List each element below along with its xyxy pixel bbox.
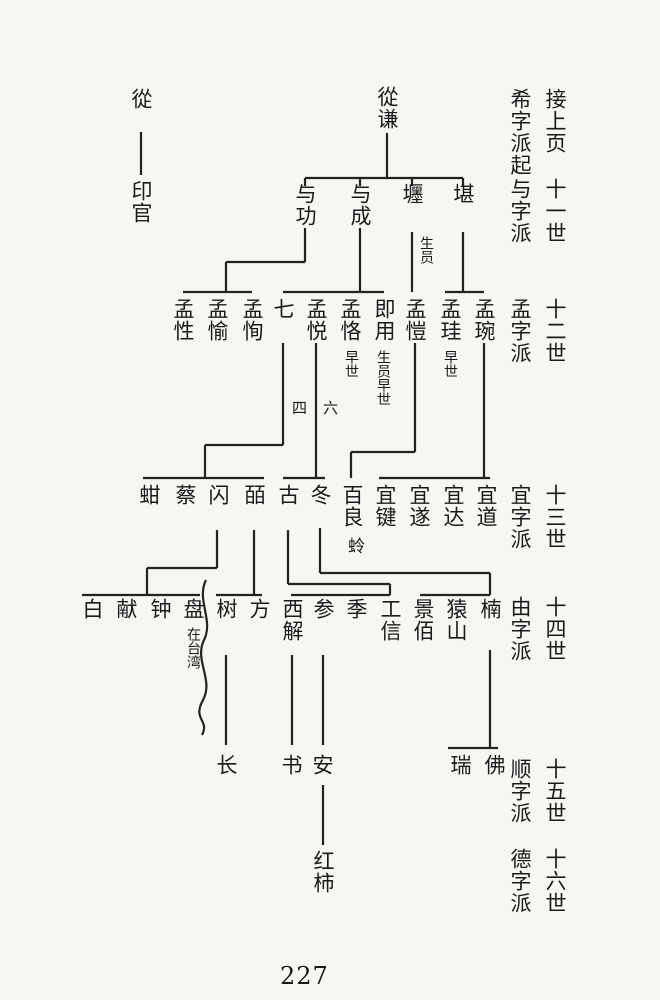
person-congqian: 從谦	[375, 86, 399, 130]
person-fo: 佛	[482, 754, 506, 776]
person-fang: 方	[247, 598, 271, 620]
gen-16-pai: 德字派	[508, 848, 532, 914]
person-chan: 壥	[400, 183, 424, 205]
person-yijian: 宜键	[373, 484, 397, 528]
person-yugong: 与功	[293, 183, 317, 227]
gen-16-label: 十六世	[543, 848, 567, 914]
person-mengyu: 孟愉	[205, 298, 229, 342]
gen-12-label: 十二世	[543, 298, 567, 364]
note-shengyuan-11: 生员	[418, 236, 434, 264]
person-yidao: 宜道	[474, 484, 498, 528]
gen-15-pai: 顺字派	[508, 758, 532, 824]
note-zaoshi-menggui: 早世	[442, 350, 458, 378]
person-han: 蚶	[137, 484, 161, 506]
person-an: 安	[310, 754, 334, 776]
person-pan: 盘	[181, 598, 205, 620]
person-mengkai: 孟愷	[403, 298, 427, 342]
person-dong: 冬	[308, 484, 332, 506]
gen-11-pai: 与字派	[508, 178, 532, 244]
note-four: 四	[292, 399, 308, 417]
gen-continue-label: 接上页	[543, 88, 567, 154]
person-yida: 宜达	[441, 484, 465, 528]
person-mengxing: 孟性	[171, 298, 195, 342]
person-mengke: 孟恪	[338, 298, 362, 342]
gen-13-pai: 宜字派	[508, 484, 532, 550]
person-ji: 季	[344, 598, 368, 620]
person-gu: 古	[276, 484, 300, 506]
person-yisui: 宜遂	[407, 484, 431, 528]
person-shu2: 书	[279, 754, 303, 776]
person-jingbai: 景佰	[411, 598, 435, 642]
gen-13-label: 十三世	[543, 484, 567, 550]
person-qi: 七	[271, 298, 295, 320]
person-shu: 树	[214, 598, 238, 620]
gen-15-label: 十五世	[543, 758, 567, 824]
person-shan: 闪	[206, 484, 230, 506]
person-bailiang: 百良	[340, 484, 364, 528]
note-six: 六	[323, 399, 339, 417]
note-zaoshi-mengke: 早世	[343, 350, 359, 378]
person-mengyue: 孟悦	[304, 298, 328, 342]
person-zhong: 钟	[148, 598, 172, 620]
person-xian: 献	[114, 598, 138, 620]
person-gongxin: 工信	[378, 598, 402, 642]
person-kan: 堪	[451, 183, 475, 205]
person-mengwan: 孟琬	[472, 298, 496, 342]
person-hongshi: 红柿	[311, 850, 335, 894]
person-jiyong: 即用	[372, 298, 396, 342]
person-xijie: 西解	[280, 598, 304, 642]
person-bi: 皕	[242, 484, 266, 506]
gen-12-pai: 孟字派	[508, 298, 532, 364]
person-cai: 蔡	[173, 484, 197, 506]
person-cong: 從	[129, 88, 153, 110]
person-mengxun: 孟恂	[240, 298, 264, 342]
person-chang: 长	[214, 754, 238, 776]
person-rui: 瑞	[448, 754, 472, 776]
note-zaitaiwan: 在台湾	[185, 627, 201, 669]
person-ling: 蛉	[344, 537, 364, 555]
person-bai: 白	[80, 598, 104, 620]
person-yucheng: 与成	[348, 183, 372, 227]
page-number: 227	[280, 962, 329, 990]
gen-11-label: 十一世	[543, 178, 567, 244]
person-yuanshan: 猿山	[444, 598, 468, 642]
gen-continue-note: 希字派起	[508, 88, 532, 176]
gen-14-label: 十四世	[543, 596, 567, 662]
person-menggui: 孟珪	[438, 298, 462, 342]
note-shengyuan-zaoshi: 生员早世	[375, 350, 391, 406]
person-nan: 楠	[478, 598, 502, 620]
gen-14-pai: 由字派	[508, 596, 532, 662]
person-yinguan: 印官	[129, 180, 153, 224]
person-can: 参	[311, 598, 335, 620]
